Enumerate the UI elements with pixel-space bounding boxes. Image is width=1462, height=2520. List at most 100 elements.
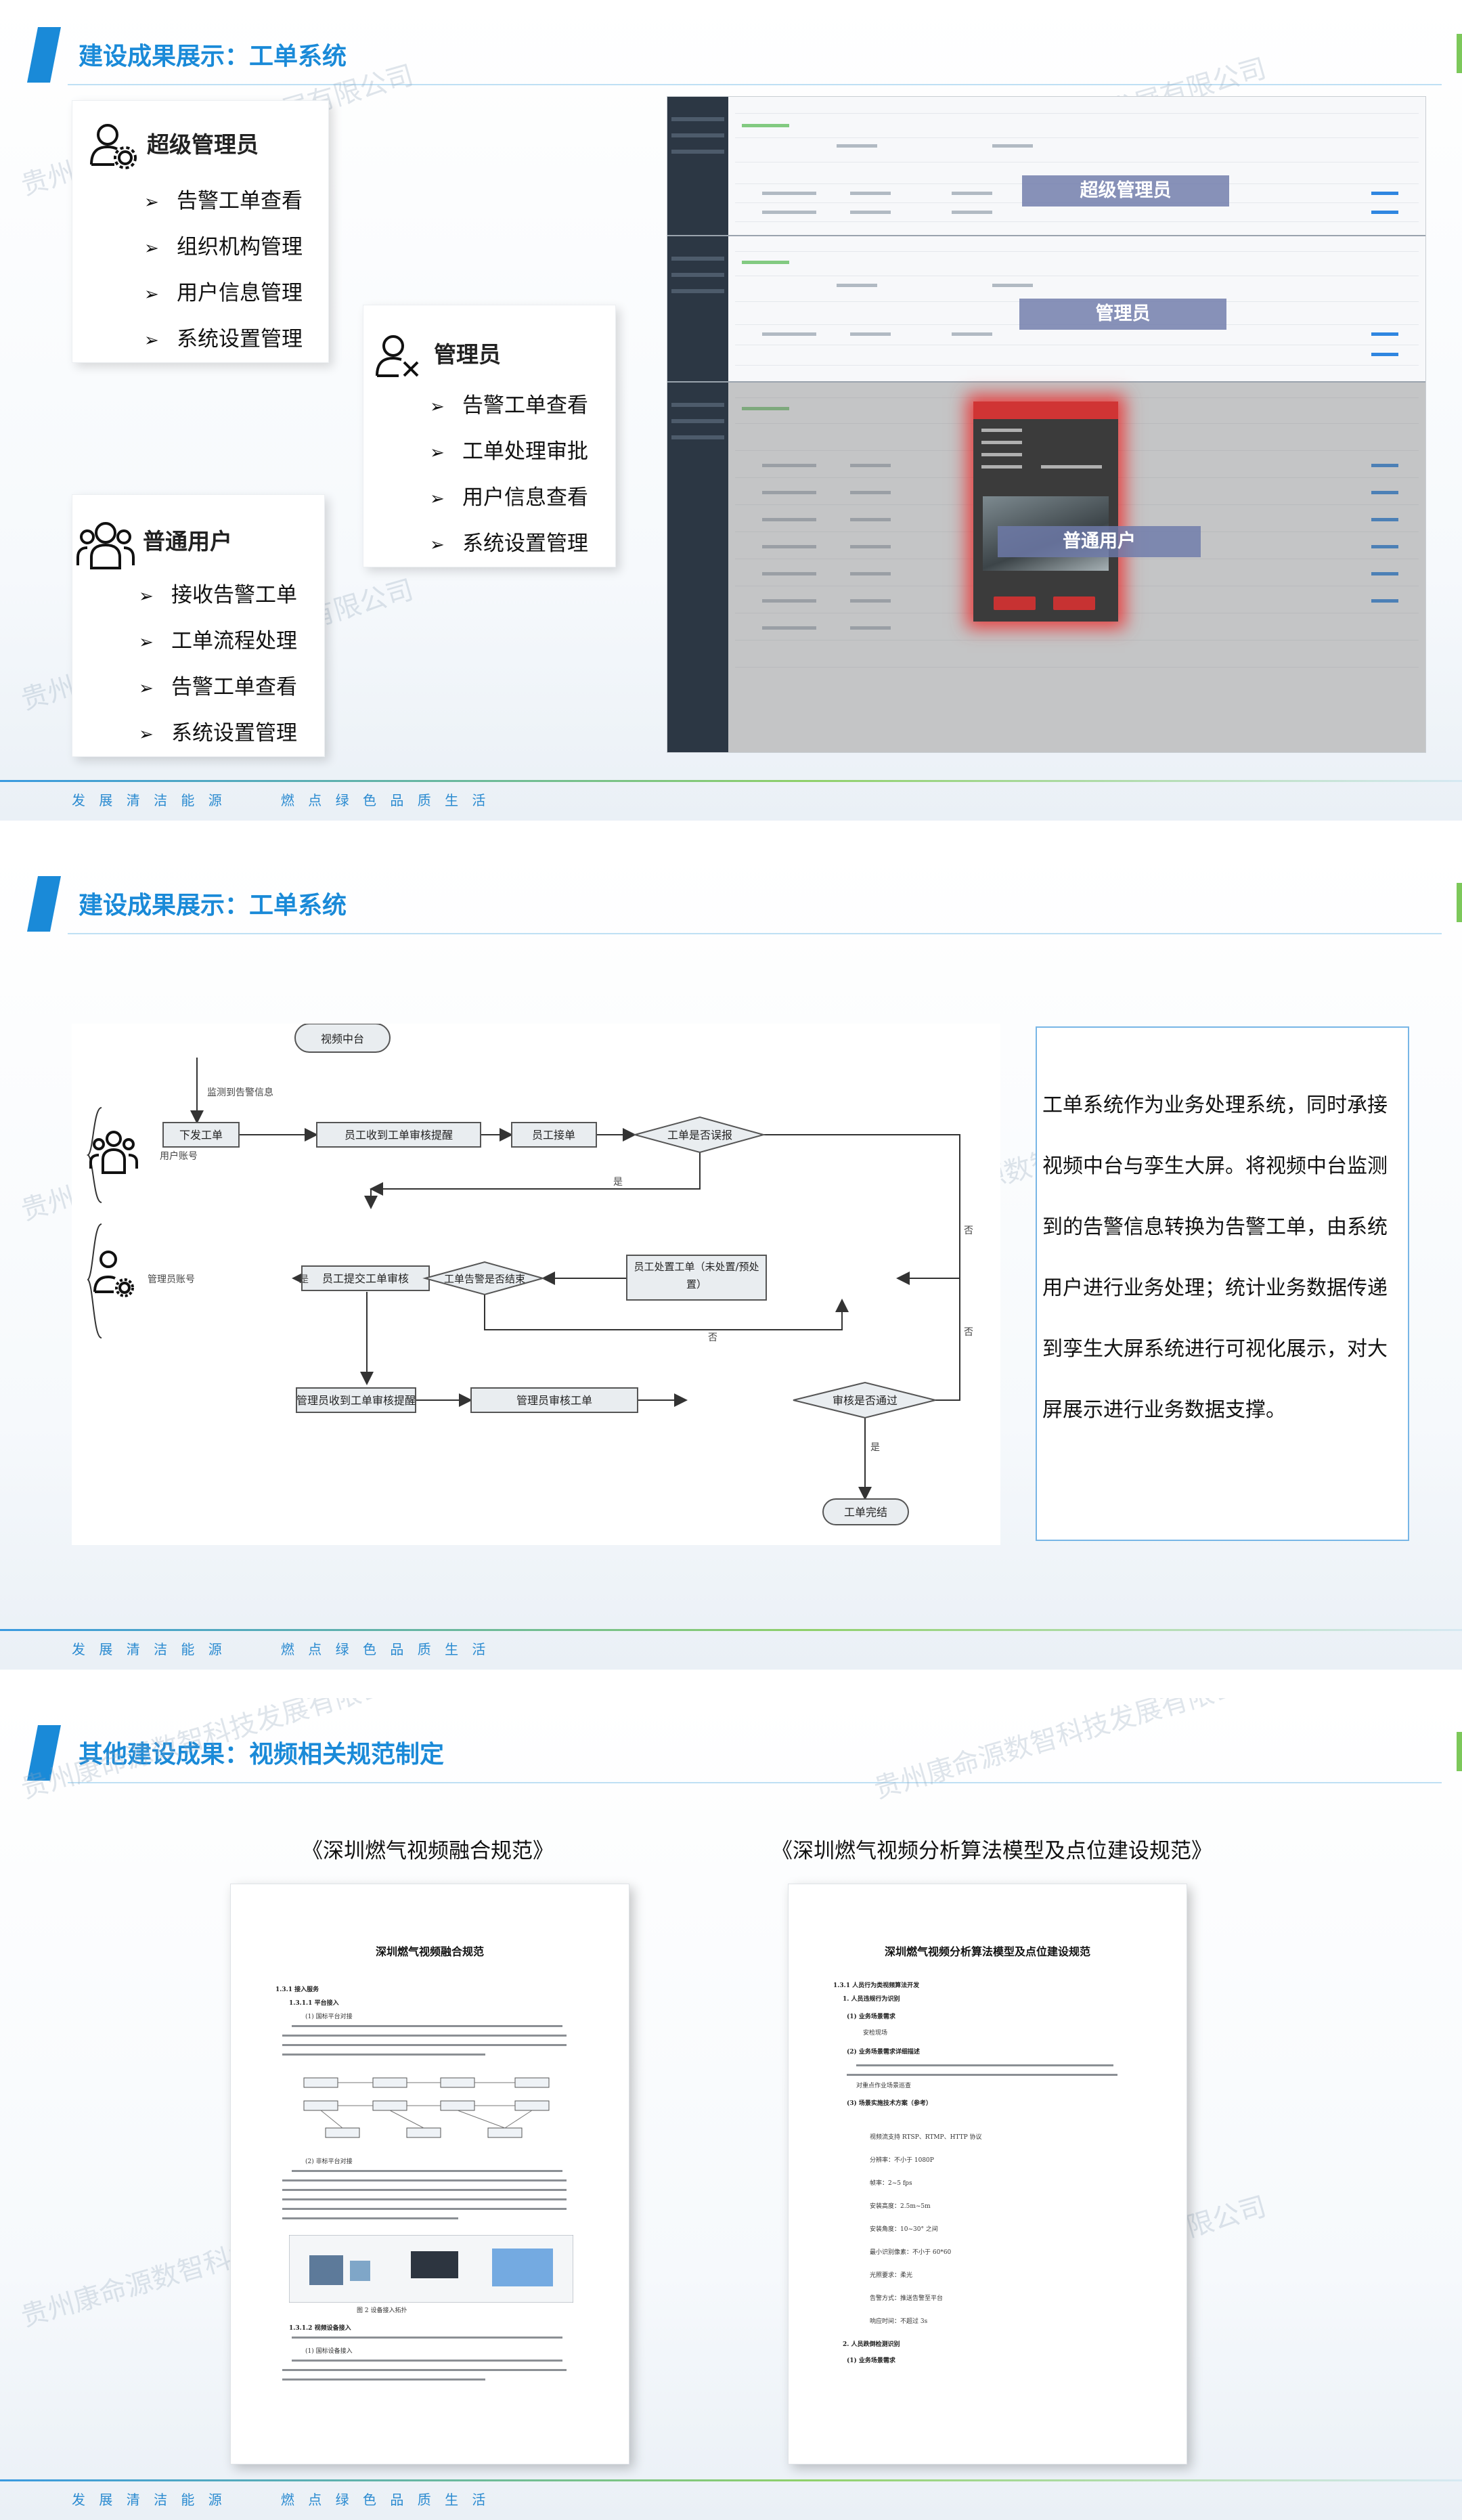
doc-item: 安检现场 <box>863 2030 888 2037</box>
footer-slogan: 发 展 清 洁 能 源 燃 点 绿 色 品 质 生 活 <box>72 2492 491 2508</box>
role-card-super-admin: 超级管理员 ➢告警工单查看 ➢组织机构管理 ➢用户信息管理 ➢系统设置管理 <box>72 100 329 363</box>
work-order-flowchart: 视频中台 下发工单 员工收到工单审核提醒 员工接单 工单是否误报 员工提交工单审… <box>72 1024 1000 1545</box>
flow-node-label: 工单是否误报 <box>667 1129 732 1142</box>
screenshot-role-label: 普通用户 <box>998 526 1201 557</box>
flow-edge-label: 监测到告警信息 <box>207 1087 273 1098</box>
doc-heading: 1.3.1 接入服务 <box>275 1986 319 1993</box>
flow-node-label: 员工接单 <box>532 1129 575 1142</box>
description-text: 工单系统作为业务处理系统，同时承接视频中台与孪生大屏。将视频中台监测到的告警信息… <box>1042 1093 1388 1422</box>
screenshot-role-label: 管理员 <box>1019 299 1226 330</box>
doc-page-video-fusion: 深圳燃气视频融合规范 1.3.1 接入服务 1.3.1.1 平台接入 (1) 国… <box>230 1884 629 2464</box>
doc-heading: (1) 业务场景需求 <box>847 2014 895 2020</box>
flow-node-label: 工单完结 <box>844 1506 887 1519</box>
doc-item: 视频流支持 RTSP、RTMP、HTTP 协议 <box>870 2134 982 2141</box>
header-side-tab <box>1457 883 1462 922</box>
user-x-icon <box>376 335 419 377</box>
watermark: 贵州康命源数智科技发展有限公司 <box>870 1698 1270 1805</box>
header-divider <box>68 84 1442 85</box>
flow-edge-label: 否 <box>708 1332 717 1343</box>
header-divider <box>68 933 1442 934</box>
flow-node-handle <box>626 1255 767 1301</box>
doc-heading: 1. 人员违规行为识别 <box>843 1996 900 2003</box>
doc-heading: 1.3.1 人员行为类视频算法开发 <box>833 1982 920 1989</box>
flow-decision-pass-check <box>793 1381 936 1419</box>
flow-node-accept <box>511 1122 597 1148</box>
doc-item: 对重点作业场景巡查 <box>856 2083 912 2089</box>
role-permission: ➢告警工单查看 <box>430 393 588 418</box>
slide-gap <box>0 821 1462 849</box>
flow-edge-label: 是 <box>299 1274 309 1285</box>
doc-item: 帧率：2~5 fps <box>870 2180 912 2187</box>
footer-slogan: 发 展 清 洁 能 源 燃 点 绿 色 品 质 生 活 <box>72 792 491 808</box>
doc-heading: (3) 场景实施技术方案（参考） <box>847 2100 932 2107</box>
role-permission: ➢接收告警工单 <box>139 583 297 607</box>
screenshot-sidebar <box>667 236 728 381</box>
topology-diagram <box>303 2077 550 2138</box>
flow-node-receive <box>316 1122 481 1148</box>
slide-gap <box>0 1670 1462 1698</box>
modal-confirm-button[interactable] <box>994 596 1036 610</box>
screenshot-sidebar <box>667 97 728 235</box>
flow-node-issue <box>162 1122 240 1148</box>
flow-node-admin-notice <box>296 1387 416 1413</box>
role-card-admin: 管理员 ➢告警工单查看 ➢工单处理审批 ➢用户信息查看 ➢系统设置管理 <box>363 305 616 567</box>
role-permission: ➢告警工单查看 <box>144 189 303 213</box>
screenshot-admin: 管理员 <box>667 236 1425 383</box>
flow-node-label: 员工提交工单审核 <box>322 1272 409 1285</box>
flow-edge-label: 是 <box>870 1442 880 1453</box>
role-permission: ➢工单流程处理 <box>139 629 297 653</box>
footer-divider <box>0 2479 1462 2481</box>
footer-divider <box>0 1629 1462 1631</box>
flow-node-end <box>822 1498 909 1525</box>
slide-title: 其他建设成果：视频相关规范制定 <box>79 1741 445 1768</box>
doc-caption: 《深圳燃气视频融合规范》 <box>302 1839 554 1863</box>
flow-node-label: 审核是否通过 <box>833 1394 898 1407</box>
slide-title: 建设成果展示：工单系统 <box>79 43 347 70</box>
admin-gear-icon <box>90 124 137 169</box>
doc-heading: (2) 业务场景需求详细描述 <box>847 2049 920 2056</box>
lane-label: 用户账号 <box>160 1150 198 1162</box>
doc-heading: 1.3.1.1 平台接入 <box>289 2000 339 2007</box>
screenshot-super-admin: 超级管理员 <box>667 97 1425 236</box>
role-permission: ➢组织机构管理 <box>144 235 303 259</box>
header-accent-mark <box>27 1725 61 1781</box>
role-permission: ➢用户信息查看 <box>430 485 588 510</box>
screenshot-role-label: 超级管理员 <box>1022 175 1229 207</box>
doc-item: 安装高度：2.5m~5m <box>870 2203 931 2210</box>
flow-decision-accept-check <box>632 1116 766 1154</box>
doc-caption: 《深圳燃气视频分析算法模型及点位建设规范》 <box>772 1839 1212 1863</box>
flow-node-label: 管理员收到工单审核提醒 <box>296 1394 416 1407</box>
footer-slogan: 发 展 清 洁 能 源 燃 点 绿 色 品 质 生 活 <box>72 1641 491 1657</box>
role-permission: ➢告警工单查看 <box>139 675 297 699</box>
role-name: 管理员 <box>434 341 501 368</box>
users-group-icon <box>89 1131 138 1174</box>
flow-node-label: 视频中台 <box>321 1033 364 1045</box>
lane-label: 管理员账号 <box>148 1274 195 1285</box>
modal-close-button[interactable] <box>1053 596 1095 610</box>
flow-node-label: 工单告警是否结束 <box>444 1273 525 1285</box>
flow-decision-done-check <box>422 1261 546 1296</box>
doc-item: 安装角度：10~30° 之间 <box>870 2226 938 2233</box>
role-name: 超级管理员 <box>147 131 259 158</box>
system-screenshot-stack: 超级管理员 管理员 <box>667 96 1426 753</box>
alarm-modal <box>973 401 1118 622</box>
doc-page-title: 深圳燃气视频融合规范 <box>375 1945 484 1958</box>
role-permission: ➢系统设置管理 <box>144 327 303 351</box>
header-side-tab <box>1457 1732 1462 1771</box>
slide-title: 建设成果展示：工单系统 <box>79 892 347 919</box>
screenshot-sidebar <box>667 383 728 752</box>
doc-heading: 1.3.1.2 视频设备接入 <box>289 2325 351 2332</box>
users-group-icon <box>76 522 135 569</box>
flow-node-label: 员工处置工单（未处置/预处置） <box>634 1261 759 1290</box>
flow-node-label: 下发工单 <box>179 1129 223 1142</box>
flow-node-submit <box>301 1265 430 1291</box>
flow-node-admin-review <box>470 1387 638 1413</box>
role-permission: ➢系统设置管理 <box>430 531 588 556</box>
doc-subheading: (1) 国标设备接入 <box>305 2348 353 2355</box>
role-permission: ➢系统设置管理 <box>139 721 297 745</box>
alarm-modal-header <box>973 401 1118 419</box>
doc-subheading: (2) 非标平台对接 <box>305 2158 353 2165</box>
slide-work-order-roles: 建设成果展示：工单系统 贵州康命源数智科技发展有限公司 贵州康命源数智科技发展有… <box>0 0 1462 821</box>
slide-video-standards: 其他建设成果：视频相关规范制定 贵州康命源数智科技发展有限公司 贵州康命源数智科… <box>0 1698 1462 2520</box>
footer-divider <box>0 780 1462 782</box>
